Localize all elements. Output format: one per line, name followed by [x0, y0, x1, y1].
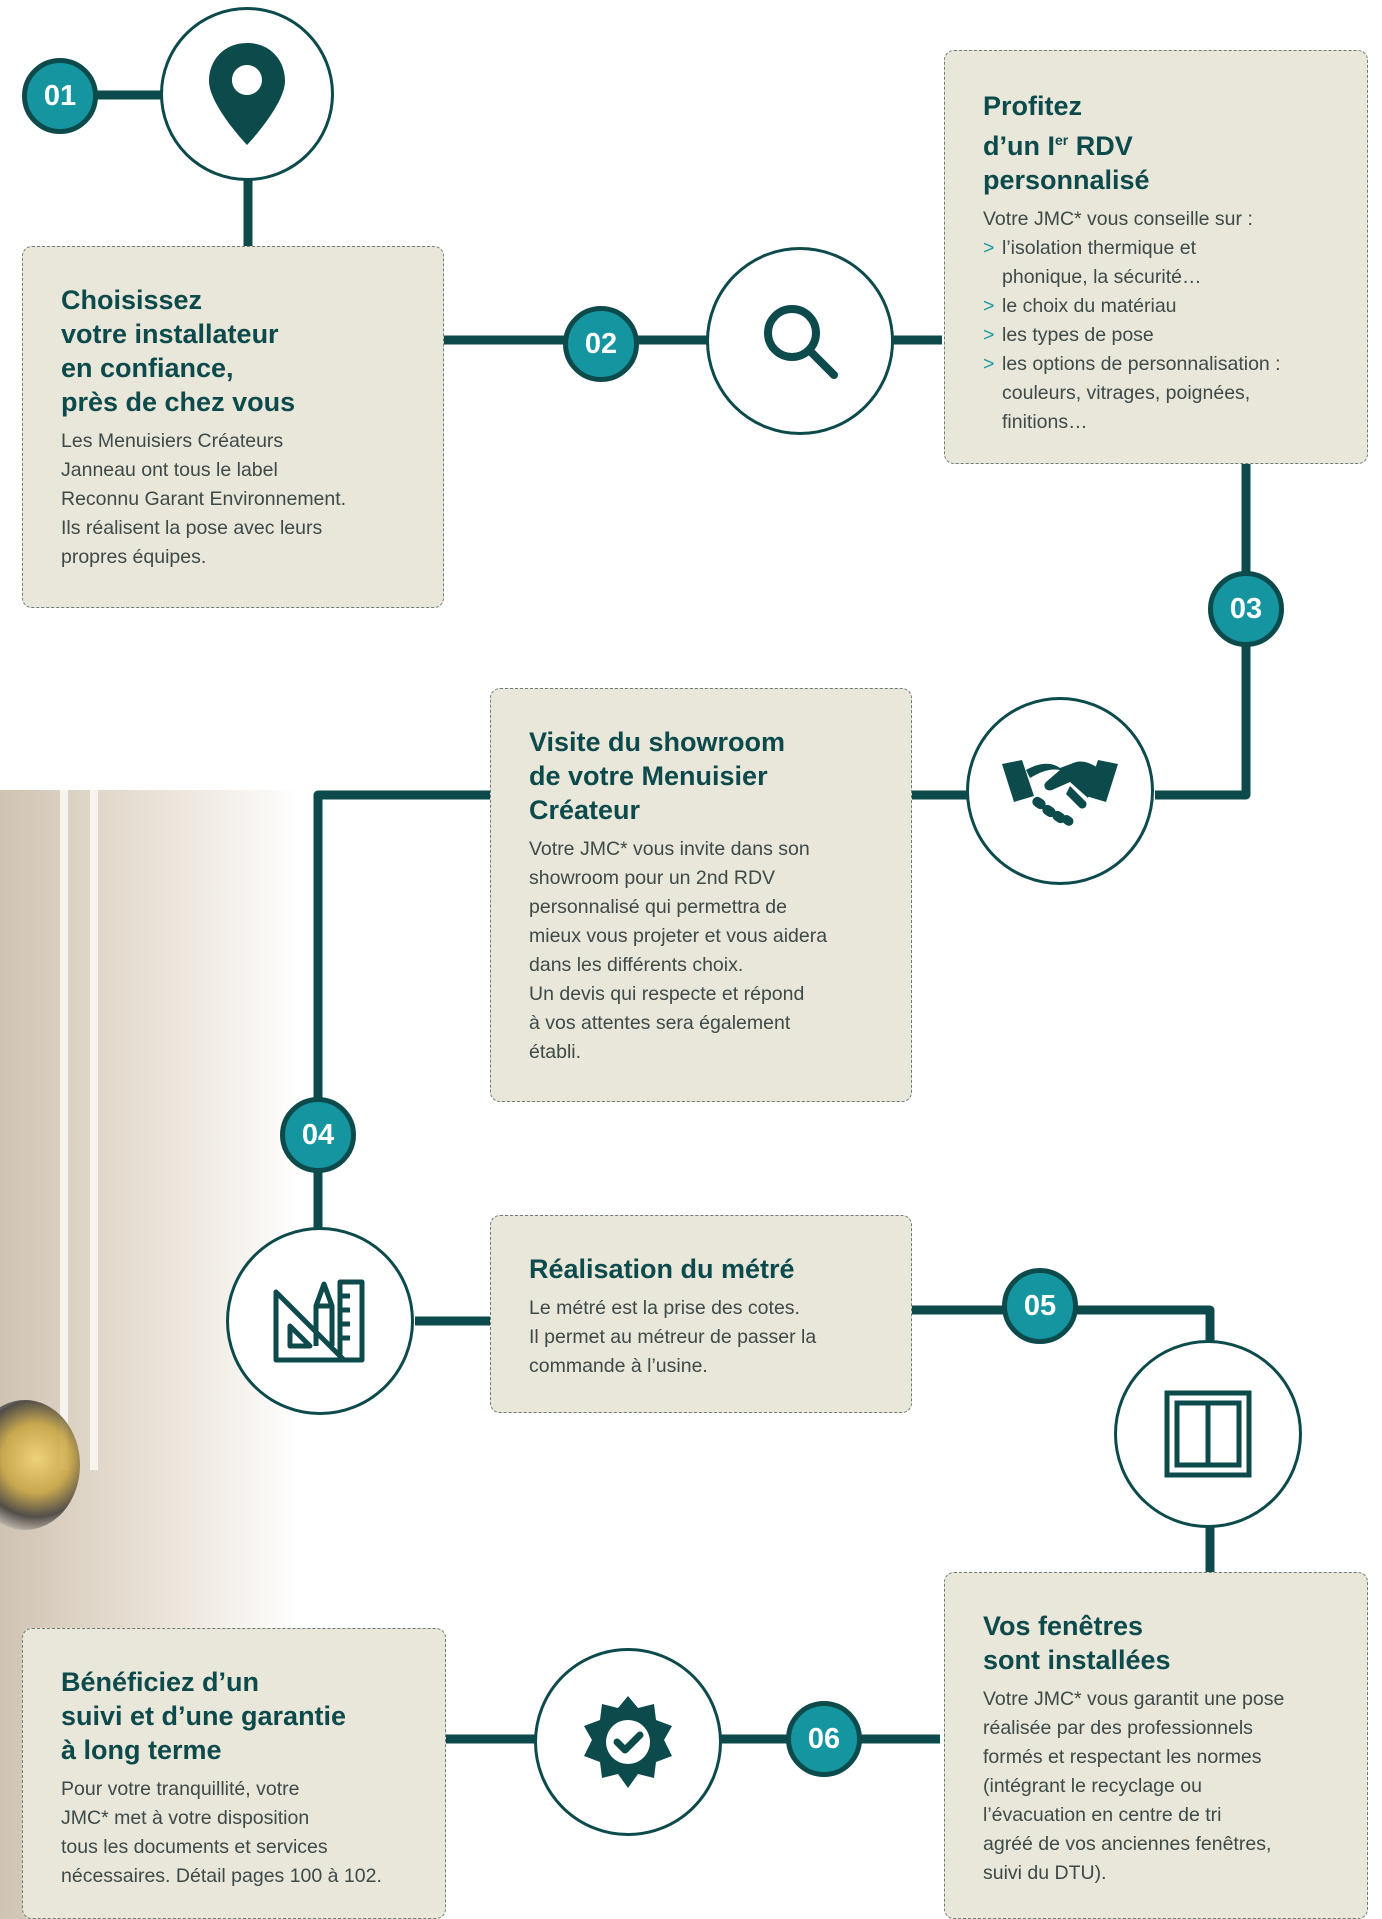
step-card-06: Bénéficiez d’un suivi et d’une garantie … — [22, 1628, 446, 1919]
step-intro: Votre JMC* vous conseille sur : — [983, 208, 1253, 230]
measuring-tools-icon — [273, 1279, 365, 1363]
handshake-icon — [1002, 760, 1118, 826]
step-number-badge: 06 — [786, 1701, 862, 1777]
list-item: >le choix du matériau — [983, 292, 1333, 321]
step-body: Votre JMC* vous garantit une pose réalis… — [983, 1688, 1285, 1884]
chevron-right-icon: > — [983, 237, 995, 259]
window-icon — [1164, 1390, 1252, 1478]
step-card-03: Visite du showroom de votre Menuisier Cr… — [490, 688, 912, 1102]
step-card-01: Choisissez votre installateur en confian… — [22, 246, 444, 608]
step-body: Votre JMC* vous invite dans son showroom… — [529, 838, 828, 1063]
magnifier-icon — [764, 305, 838, 379]
step-icon-circle-02 — [706, 247, 894, 435]
step-number-badge: 04 — [280, 1097, 356, 1173]
step-icon-circle-05 — [1114, 1340, 1302, 1528]
map-pin-icon — [209, 43, 285, 145]
list-item: >l’isolation thermique et phonique, la s… — [983, 234, 1333, 292]
window-frame-decoration — [60, 790, 68, 1470]
step-title: Choisissez votre installateur en confian… — [61, 285, 296, 417]
chevron-right-icon: > — [983, 295, 995, 317]
step-title: Bénéficiez d’un suivi et d’une garantie … — [61, 1667, 347, 1765]
step-icon-circle-03 — [966, 697, 1154, 885]
step-icon-circle-01 — [160, 7, 334, 181]
step-card-04: Réalisation du métré Le métré est la pri… — [490, 1215, 912, 1413]
step-title: Vos fenêtres sont installées — [983, 1611, 1171, 1675]
step-number-badge: 01 — [22, 58, 98, 134]
step-number-badge: 02 — [563, 306, 639, 382]
check-seal-icon — [584, 1696, 672, 1788]
step-body: Le métré est la prise des cotes. Il perm… — [529, 1297, 817, 1377]
connector-04 — [313, 790, 490, 1232]
chevron-right-icon: > — [983, 353, 995, 375]
window-frame-decoration — [90, 790, 98, 1470]
step-title: Réalisation du métré — [529, 1254, 795, 1284]
step-card-05: Vos fenêtres sont installées Votre JMC* … — [944, 1572, 1368, 1919]
step-title: Visite du showroom de votre Menuisier Cr… — [529, 727, 786, 825]
step-body: Pour votre tranquillité, votre JMC* met … — [61, 1778, 382, 1887]
chevron-right-icon: > — [983, 324, 995, 346]
list-item: >les options de personnalisation : coule… — [983, 350, 1333, 437]
step-number-badge: 03 — [1208, 571, 1284, 647]
list-item: >les types de pose — [983, 321, 1333, 350]
step-body: Les Menuisiers Créateurs Janneau ont tou… — [61, 430, 347, 568]
bullet-list: >l’isolation thermique et phonique, la s… — [983, 234, 1333, 437]
step-icon-circle-06 — [534, 1648, 722, 1836]
step-icon-circle-04 — [226, 1227, 414, 1415]
step-number-badge: 05 — [1002, 1268, 1078, 1344]
